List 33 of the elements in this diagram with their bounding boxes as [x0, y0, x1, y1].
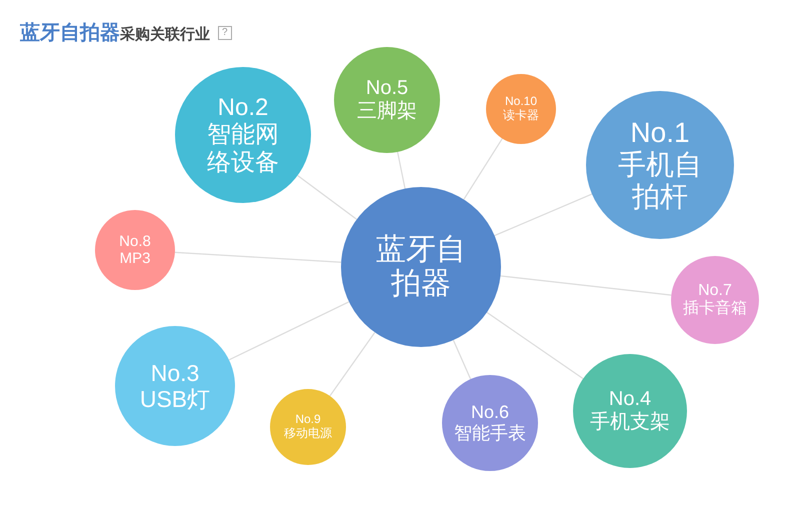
rank-label: No.4 [608, 388, 652, 411]
rank-label: No.3 [150, 360, 200, 386]
rank-label: No.8 [119, 232, 151, 250]
category-label: 智能手表 [454, 423, 526, 444]
connector-line [228, 301, 350, 360]
category-label: 移动电源 [284, 427, 332, 441]
rank-label: No.1 [630, 116, 690, 149]
category-label: 手机自拍杆 [617, 148, 703, 214]
category-label: USB灯 [140, 386, 210, 412]
connector-line [452, 340, 472, 380]
connector-line [500, 275, 672, 296]
rank-label: No.2 [218, 94, 268, 122]
category-label: MP3 [120, 250, 150, 268]
rank-label: No.6 [470, 402, 510, 423]
connector-line [297, 175, 358, 220]
category-label: 智能网络设备 [206, 121, 280, 176]
connector-line [494, 194, 592, 236]
rank-label: No.9 [295, 413, 321, 427]
help-badge: ? [218, 26, 232, 40]
connector-line [174, 252, 342, 263]
connector-line [463, 138, 503, 200]
connector-line [329, 332, 376, 396]
connector-line [486, 312, 584, 380]
rank-label: No.10 [504, 95, 538, 109]
category-label: 手机支架 [590, 411, 670, 434]
category-label: 蓝牙自拍器 [375, 232, 467, 302]
rank-label: No.7 [698, 282, 732, 300]
category-label: 三脚架 [357, 100, 417, 123]
rank-label: No.5 [366, 77, 408, 100]
title: 蓝牙自拍器采购关联行业 [20, 21, 210, 46]
category-label: 插卡音箱 [683, 300, 747, 318]
connector-line [396, 152, 406, 189]
category-label: 读卡器 [503, 109, 539, 123]
